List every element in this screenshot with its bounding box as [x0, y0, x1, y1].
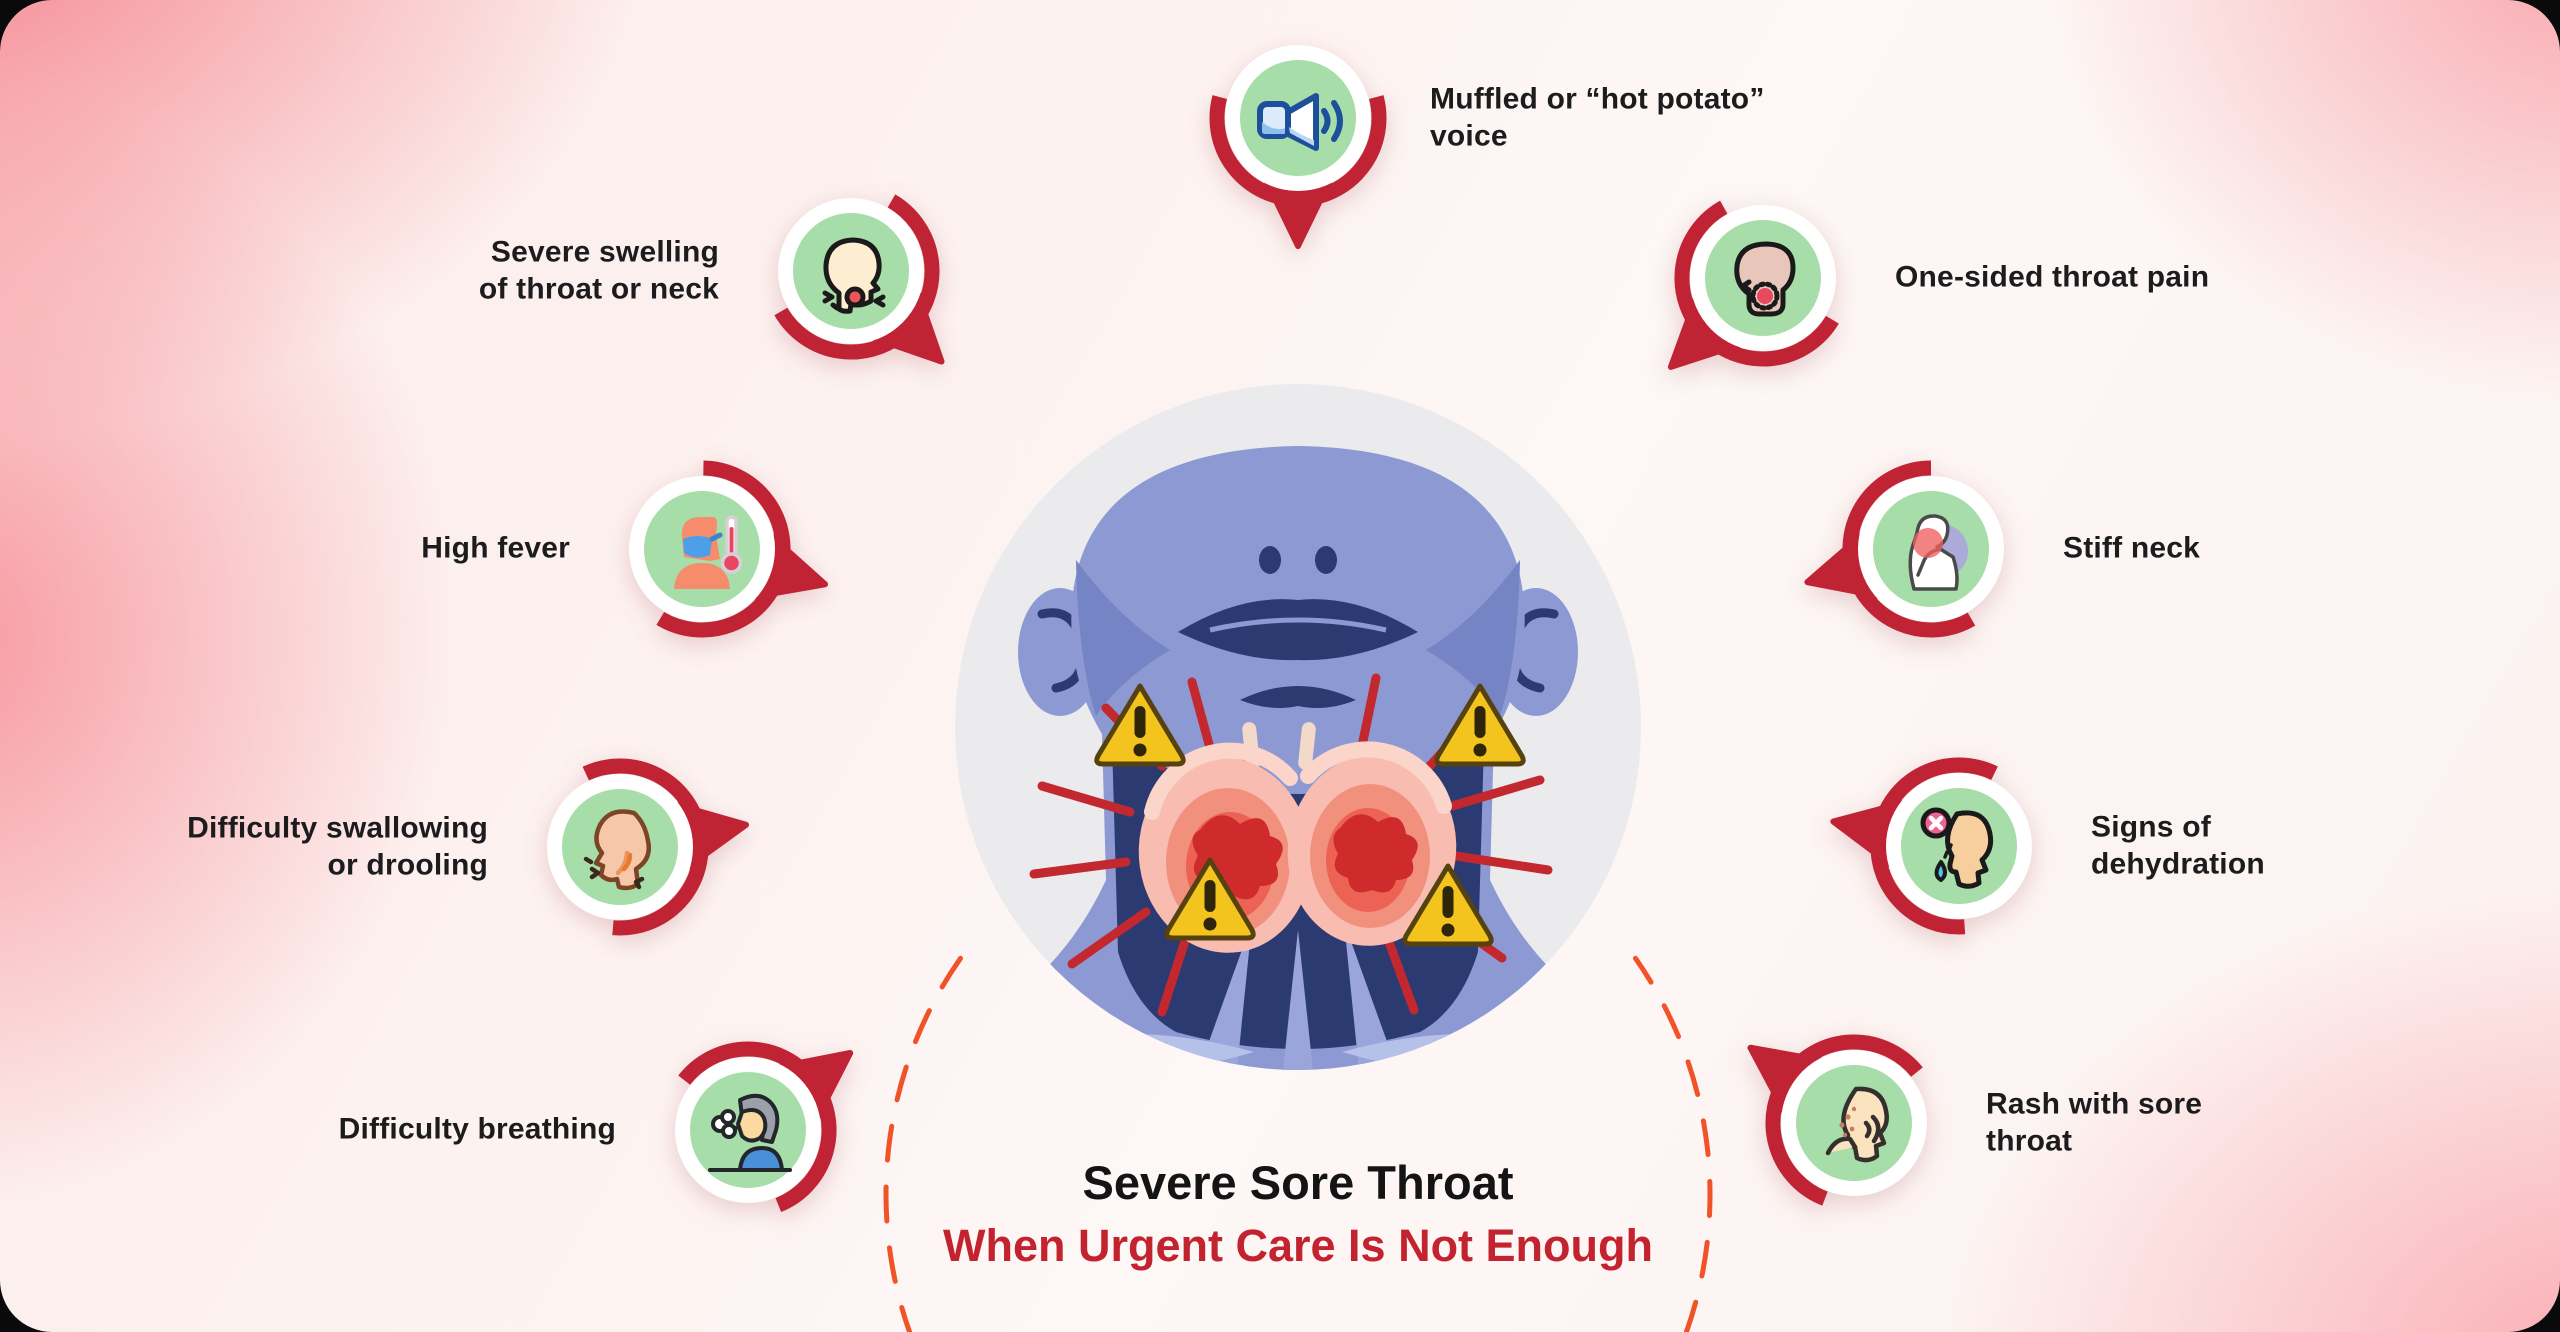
symptom-label: One-sided throat pain [1895, 260, 2210, 294]
badge-pin [675, 1041, 854, 1213]
title-block: Severe Sore Throat When Urgent Care Is N… [943, 1155, 1653, 1273]
badge-pin [774, 194, 945, 365]
symptom-badge-rash-with-sore-throat: Rash with sore throat [1714, 983, 2202, 1263]
symptom-label: Difficulty breathing [338, 1112, 616, 1146]
badge-pin [547, 758, 750, 936]
symptom-label: Difficulty swallowing or drooling [187, 811, 488, 881]
title-line1: Severe Sore Throat [1082, 1156, 1514, 1209]
symptom-label: Muffled or “hot potato” voice [1430, 82, 1765, 152]
title-line2: When Urgent Care Is Not Enough [942, 1220, 1654, 1272]
symptom-badge-dehydration: Signs of dehydration [1819, 706, 2265, 986]
symptom-badge-stiff-neck: Stiff neck [1791, 409, 2200, 689]
badge-pin [1209, 45, 1387, 249]
badge-pin [1747, 1034, 1927, 1206]
symptom-label: High fever [421, 531, 570, 565]
symptom-badge-muffled-voice: Muffled or “hot potato” voice [1158, 0, 1764, 258]
symptom-label: Stiff neck [2063, 531, 2201, 565]
symptom-badge-swollen-throat: Severe swelling of throat or neck [479, 131, 991, 411]
badge-pin [1804, 460, 2004, 638]
symptom-label: Rash with sore throat [1986, 1087, 2203, 1157]
symptom-badge-difficulty-swallowing: Difficulty swallowing or drooling [187, 707, 760, 987]
symptom-label: Signs of dehydration [2091, 810, 2265, 880]
symptom-label: Severe swelling of throat or neck [478, 235, 719, 305]
symptom-badge-one-sided-throat-pain: One-sided throat pain [1623, 138, 2209, 418]
symptom-badge-difficulty-breathing: Difficulty breathing [339, 990, 888, 1270]
badge-pin [1830, 757, 2032, 935]
badge-pin [629, 460, 829, 638]
symptom-badge-high-fever: High fever [421, 409, 842, 689]
badge-pin [1667, 200, 1839, 370]
